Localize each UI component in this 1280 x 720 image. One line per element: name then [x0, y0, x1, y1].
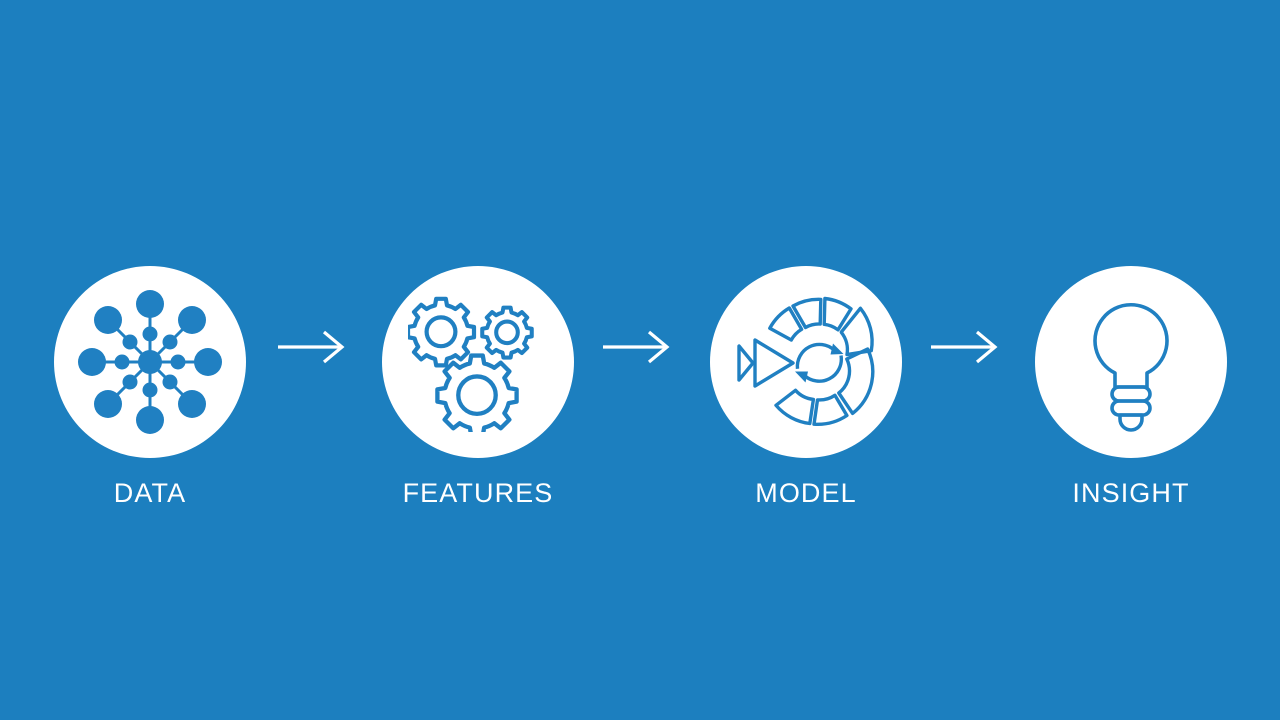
refresh-arrowheads	[795, 343, 844, 383]
gear-icon-2	[480, 305, 534, 360]
flow-arrow-3	[930, 330, 1000, 364]
pipeline-step-label-data: DATA	[113, 478, 187, 508]
gear-icon-1	[408, 296, 477, 368]
flow-arrow-2	[602, 330, 672, 364]
pipeline-step-features[interactable]: FEATURES	[378, 266, 578, 507]
pipeline-step-data[interactable]: DATA	[50, 266, 250, 507]
play-arrows-icon	[737, 338, 795, 388]
pipeline-step-insight[interactable]: INSIGHT	[1031, 266, 1231, 507]
pipeline-step-label-model: MODEL	[755, 478, 857, 508]
flow-arrow-1	[277, 330, 347, 364]
icon-disc-model	[710, 266, 902, 458]
pipeline-step-label-insight: INSIGHT	[1072, 478, 1190, 508]
gear-icon-3	[435, 353, 519, 432]
arrow-right-icon	[603, 330, 670, 364]
arrow-right-icon	[931, 330, 998, 364]
icon-disc-features	[382, 266, 574, 458]
pipeline-step-label-features: FEATURES	[402, 478, 554, 508]
icon-disc-insight	[1035, 266, 1227, 458]
gears-icon	[408, 296, 534, 432]
pipeline-step-model[interactable]: MODEL	[706, 266, 906, 507]
refresh-cycle-icon	[795, 342, 844, 383]
segmented-ring	[768, 296, 875, 426]
network-nodes-icon	[78, 290, 222, 434]
icon-disc-data	[54, 266, 246, 458]
process-cycle-icon	[737, 296, 875, 426]
lightbulb-icon	[1093, 303, 1169, 432]
arrow-right-icon	[278, 330, 345, 364]
